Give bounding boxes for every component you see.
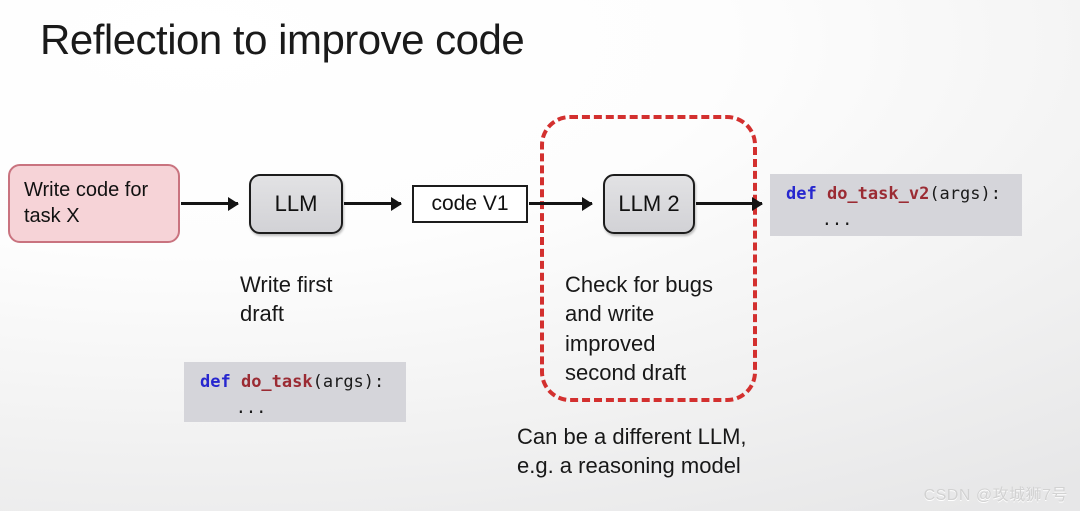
caption-check-for-bugs: Check for bugs and write improved second… (565, 272, 713, 385)
node-llm[interactable]: LLM (249, 174, 343, 234)
code-keyword-def: def (200, 372, 231, 392)
node-llm-2[interactable]: LLM 2 (603, 174, 695, 234)
code-keyword-def: def (786, 184, 817, 204)
code-function-name: do_task_v2 (816, 184, 930, 204)
node-code-v1[interactable]: code V1 (412, 185, 528, 223)
arrow-codev1-to-llm2 (529, 202, 592, 205)
code-body-ellipsis: ... (821, 210, 853, 231)
watermark-text: CSDN @攻城狮7号 (923, 487, 1068, 504)
code-signature: (args): (929, 184, 1001, 204)
code-function-name: do_task (230, 372, 313, 392)
node-llm-2-label: LLM 2 (618, 191, 680, 216)
node-write-code-prompt-label: Write code for task X (24, 178, 149, 227)
caption-write-first-draft: Write first draft (240, 272, 333, 327)
page-title: Reflection to improve code (40, 16, 525, 63)
arrow-llm-to-codev1 (344, 202, 401, 205)
arrow-llm2-to-code-v2 (696, 202, 762, 205)
arrow-prompt-to-llm (181, 202, 238, 205)
node-code-v1-label: code V1 (431, 192, 509, 215)
code-block-do-task-v2: def do_task_v2(args): ... (770, 174, 1022, 236)
code-body-ellipsis: ... (235, 398, 267, 419)
node-write-code-prompt[interactable]: Write code for task X (8, 164, 180, 243)
code-signature: (args): (312, 372, 385, 392)
code-block-do-task: def do_task(args): ... (184, 362, 406, 422)
reflection-region-outline (540, 115, 757, 402)
caption-can-be-different-llm: Can be a different LLM, e.g. a reasoning… (517, 424, 747, 479)
node-llm-label: LLM (274, 191, 318, 216)
